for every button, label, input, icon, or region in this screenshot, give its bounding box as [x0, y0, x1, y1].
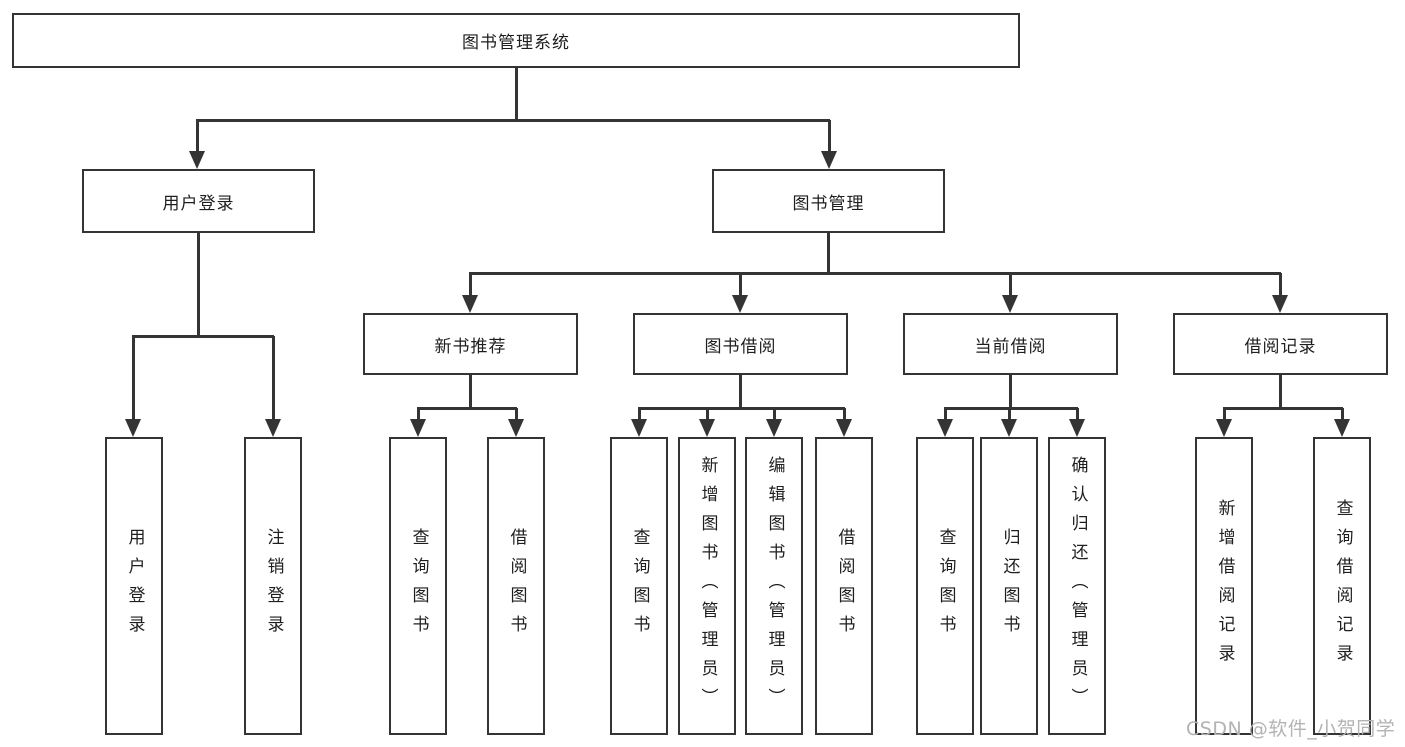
leaf-logout-label: 注销登录 [263, 528, 284, 644]
leaf-borrowing-edit-books-admin-label: 编辑图书（管理员） [764, 455, 785, 717]
leaf-records-add-record-label: 新增借阅记录 [1214, 499, 1235, 673]
node-current-borrowing-label: 当前借阅 [974, 336, 1047, 357]
arrow-down-icon [1069, 419, 1085, 437]
connector-line [1009, 273, 1012, 296]
leaf-recommend-borrow-books: 借阅图书 [487, 437, 545, 735]
node-root: 图书管理系统 [12, 13, 1020, 68]
leaf-user-login: 用户登录 [105, 437, 163, 735]
connector-line [843, 408, 846, 421]
arrow-down-icon [265, 419, 281, 437]
node-root-label: 图书管理系统 [462, 33, 570, 53]
connector-line [272, 336, 275, 420]
leaf-borrowing-borrow-books-label: 借阅图书 [834, 528, 855, 644]
node-new-book-recommend-label: 新书推荐 [434, 336, 507, 357]
connector-line [515, 68, 518, 121]
connector-line [417, 407, 517, 410]
arrow-down-icon [699, 419, 715, 437]
arrow-down-icon [732, 295, 748, 313]
connector-line [197, 233, 200, 337]
connector-line [1223, 407, 1343, 410]
arrow-down-icon [1334, 419, 1350, 437]
arrow-down-icon [1002, 295, 1018, 313]
arrow-down-icon [462, 295, 478, 313]
node-book-management: 图书管理 [712, 169, 945, 233]
connector-line [944, 408, 947, 421]
node-book-management-label: 图书管理 [792, 193, 865, 214]
connector-line [739, 273, 742, 296]
connector-line [469, 272, 1281, 275]
leaf-records-query-record: 查询借阅记录 [1313, 437, 1371, 735]
arrow-down-icon [508, 419, 524, 437]
leaf-borrowing-add-books-admin-label: 新增图书（管理员） [697, 455, 718, 717]
connector-line [417, 408, 420, 421]
node-current-borrowing: 当前借阅 [903, 313, 1118, 375]
node-borrow-records-label: 借阅记录 [1244, 336, 1317, 357]
arrow-down-icon [1001, 419, 1017, 437]
leaf-current-query-books: 查询图书 [916, 437, 974, 735]
connector-line [1223, 408, 1226, 421]
arrow-down-icon [1216, 419, 1232, 437]
leaf-borrowing-query-books: 查询图书 [610, 437, 668, 735]
connector-line [196, 120, 199, 152]
connector-line [1008, 408, 1011, 421]
leaf-records-add-record: 新增借阅记录 [1195, 437, 1253, 735]
arrow-down-icon [766, 419, 782, 437]
connector-line [739, 375, 742, 409]
leaf-borrowing-add-books-admin: 新增图书（管理员） [678, 437, 736, 735]
arrow-down-icon [631, 419, 647, 437]
connector-line [1279, 273, 1282, 296]
leaf-current-return-books-label: 归还图书 [999, 528, 1020, 644]
leaf-current-return-books: 归还图书 [980, 437, 1038, 735]
leaf-user-login-label: 用户登录 [124, 528, 145, 644]
leaf-current-confirm-return-admin-label: 确认归还（管理员） [1067, 455, 1088, 717]
leaf-recommend-query-books: 查询图书 [389, 437, 447, 735]
leaf-borrowing-edit-books-admin: 编辑图书（管理员） [745, 437, 803, 735]
connector-line [638, 408, 641, 421]
arrow-down-icon [821, 151, 837, 169]
arrow-down-icon [189, 151, 205, 169]
leaf-records-query-record-label: 查询借阅记录 [1332, 499, 1353, 673]
connector-line [1341, 408, 1344, 421]
connector-line [196, 119, 830, 122]
connector-line [827, 233, 830, 274]
leaf-recommend-query-books-label: 查询图书 [408, 528, 429, 644]
leaf-borrowing-query-books-label: 查询图书 [629, 528, 650, 644]
arrow-down-icon [1272, 295, 1288, 313]
node-book-borrowing: 图书借阅 [633, 313, 848, 375]
leaf-current-query-books-label: 查询图书 [935, 528, 956, 644]
leaf-recommend-borrow-books-label: 借阅图书 [506, 528, 527, 644]
node-new-book-recommend: 新书推荐 [363, 313, 578, 375]
connector-line [132, 335, 274, 338]
connector-line [132, 336, 135, 420]
connector-line [638, 407, 845, 410]
leaf-logout: 注销登录 [244, 437, 302, 735]
connector-line [469, 273, 472, 296]
leaf-borrowing-borrow-books: 借阅图书 [815, 437, 873, 735]
leaf-current-confirm-return-admin: 确认归还（管理员） [1048, 437, 1106, 735]
node-book-borrowing-label: 图书借阅 [704, 336, 777, 357]
node-user-login-label: 用户登录 [162, 193, 235, 214]
connector-line [1076, 408, 1079, 421]
connector-line [515, 408, 518, 421]
arrow-down-icon [836, 419, 852, 437]
arrow-down-icon [937, 419, 953, 437]
connector-line [1009, 375, 1012, 409]
connector-line [944, 407, 1078, 410]
connector-line [1279, 375, 1282, 409]
connector-line [828, 120, 831, 152]
arrow-down-icon [410, 419, 426, 437]
connector-line [706, 408, 709, 421]
csdn-watermark: CSDN @软件_小贺同学 [1186, 718, 1396, 740]
connector-line [469, 375, 472, 409]
connector-line [773, 408, 776, 421]
node-user-login: 用户登录 [82, 169, 315, 233]
node-borrow-records: 借阅记录 [1173, 313, 1388, 375]
arrow-down-icon [125, 419, 141, 437]
